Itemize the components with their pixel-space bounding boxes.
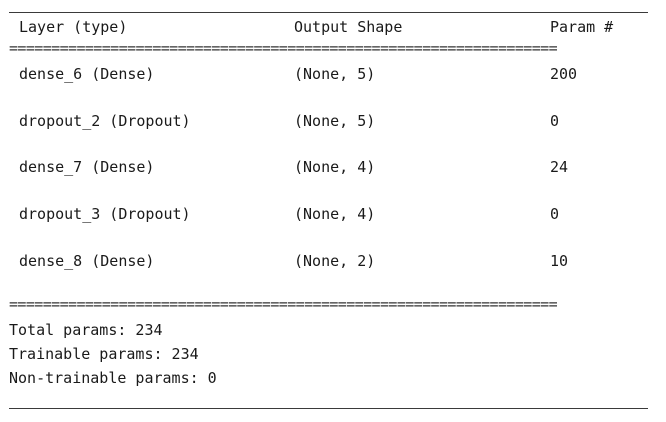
non-trainable-params: Non-trainable params: 0 — [9, 369, 217, 387]
layer-name: dropout_2 (Dropout) — [19, 112, 191, 130]
output-shape: (None, 2) — [294, 252, 376, 270]
bottom-rule — [9, 408, 648, 409]
trainable-params: Trainable params: 234 — [9, 345, 199, 363]
header-param-count: Param # — [550, 18, 614, 36]
header-separator: ========================================… — [9, 41, 558, 53]
param-count: 24 — [550, 158, 569, 176]
top-rule — [9, 12, 648, 13]
param-count: 0 — [550, 205, 560, 223]
output-shape: (None, 4) — [294, 158, 376, 176]
total-params: Total params: 234 — [9, 321, 163, 339]
param-count: 200 — [550, 65, 578, 83]
layer-name: dense_8 (Dense) — [19, 252, 155, 270]
param-count: 10 — [550, 252, 569, 270]
header-output-shape: Output Shape — [294, 18, 403, 36]
output-shape: (None, 4) — [294, 205, 376, 223]
layer-name: dense_6 (Dense) — [19, 65, 155, 83]
output-shape: (None, 5) — [294, 65, 376, 83]
footer-separator: ========================================… — [9, 297, 558, 309]
param-count: 0 — [550, 112, 560, 130]
layer-name: dense_7 (Dense) — [19, 158, 155, 176]
layer-name: dropout_3 (Dropout) — [19, 205, 191, 223]
output-shape: (None, 5) — [294, 112, 376, 130]
header-layer-type: Layer (type) — [19, 18, 128, 36]
